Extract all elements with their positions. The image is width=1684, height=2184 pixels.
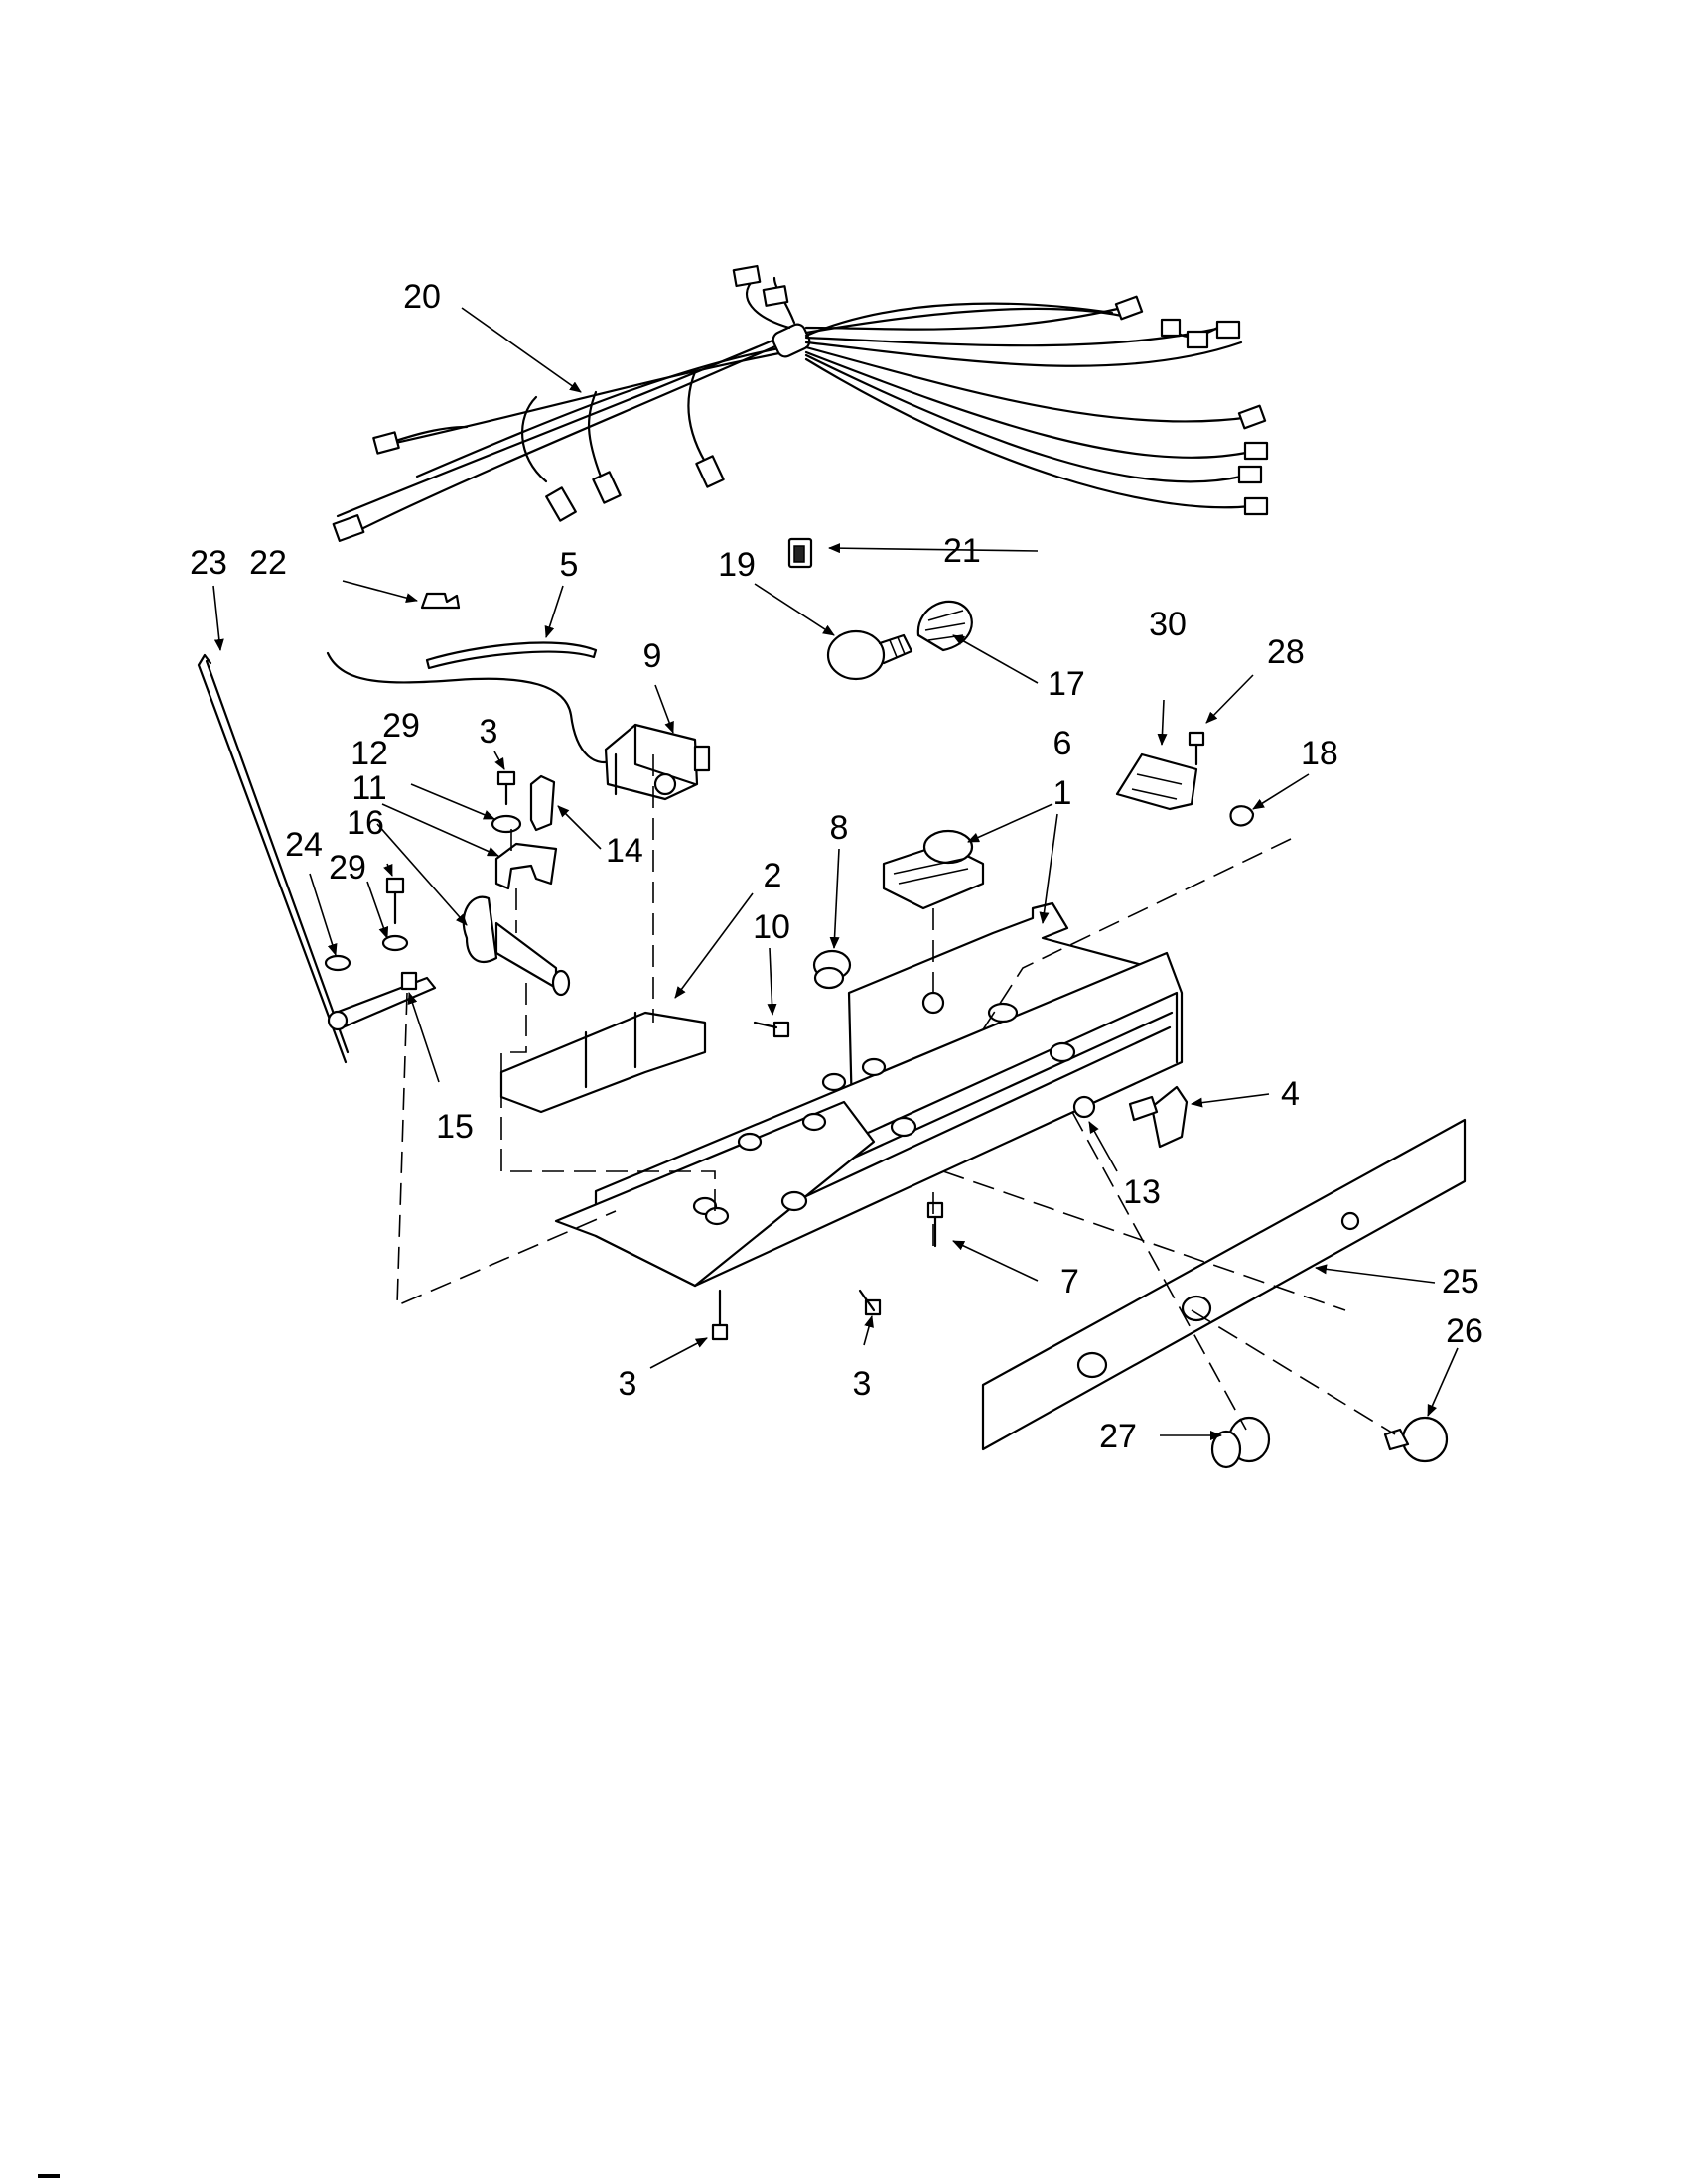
label-part-14: 14: [606, 832, 643, 870]
part-23-rod: [197, 653, 350, 1064]
part-15-lever: [327, 971, 437, 1031]
label-part-13: 13: [1123, 1173, 1161, 1211]
label-part-9: 9: [643, 637, 662, 675]
label-part-10: 10: [753, 908, 790, 946]
part-9-control: [326, 651, 711, 801]
label-part-19: 19: [718, 546, 756, 584]
corner-mark: [38, 2174, 60, 2178]
part-18-shape: [1229, 805, 1255, 827]
label-part-3-top: 3: [480, 713, 498, 751]
part-29-washer-top: [491, 814, 522, 834]
part-30-shape: [1115, 752, 1198, 811]
label-part-17: 17: [1048, 665, 1085, 703]
label-part-22: 22: [249, 544, 287, 582]
label-part-24: 24: [285, 826, 323, 864]
part-28-screw: [1188, 731, 1205, 766]
label-part-26: 26: [1446, 1312, 1483, 1350]
label-part-18: 18: [1301, 735, 1338, 772]
part-11-shaft: [462, 895, 571, 997]
part-29-washer-left: [381, 934, 409, 952]
assembly-lines: [396, 754, 1396, 1435]
label-part-1: 1: [1053, 774, 1072, 812]
part-4-switch: [1128, 1085, 1189, 1149]
label-part-3-bottom-right: 3: [853, 1365, 872, 1403]
part-10-screw: [753, 1021, 790, 1038]
part-3-screw-top: [496, 770, 516, 806]
part-27-knob: [1210, 1416, 1271, 1469]
control-housing: [499, 901, 1184, 1288]
label-part-6: 6: [1053, 725, 1072, 762]
part-8-holder: [812, 949, 852, 990]
part-19-light-bulb: [826, 629, 913, 681]
part-25-panel: [981, 1118, 1467, 1451]
label-part-20: 20: [403, 278, 441, 316]
label-part-12: 12: [351, 735, 388, 772]
part-3-screw-bottom-left: [711, 1289, 729, 1341]
label-part-8: 8: [830, 809, 849, 847]
part-6-timer: [882, 829, 985, 910]
part-16-screw: [385, 877, 405, 925]
part-22-clip: [420, 592, 461, 610]
label-part-15: 15: [436, 1108, 474, 1146]
part-3-screw-bottom-right: [858, 1289, 882, 1316]
label-part-27: 27: [1099, 1418, 1137, 1455]
label-part-30: 30: [1149, 606, 1187, 643]
label-part-29-top: 29: [382, 707, 420, 745]
label-part-16: 16: [347, 804, 384, 842]
label-part-29-left: 29: [329, 849, 366, 887]
part-14-shape: [529, 774, 556, 832]
leader-lines: [212, 307, 1459, 1440]
label-part-5: 5: [560, 546, 579, 584]
label-part-28: 28: [1267, 633, 1305, 671]
label-part-21: 21: [943, 532, 981, 570]
part-26-knob: [1383, 1416, 1449, 1463]
part-13-shape: [1072, 1095, 1096, 1119]
label-part-11: 11: [351, 769, 386, 807]
label-part-25: 25: [1442, 1263, 1479, 1300]
part-12-bracket: [494, 842, 558, 890]
label-part-4: 4: [1281, 1075, 1300, 1113]
label-part-3-bottom-left: 3: [619, 1365, 637, 1403]
label-part-7: 7: [1060, 1263, 1079, 1300]
wire-harness: [332, 264, 1269, 543]
part-labels: 20 21 22 23 5 19 17 9 30 28 18 29 3 12 1…: [190, 278, 1483, 1455]
part-24-washer: [324, 954, 351, 972]
label-part-2: 2: [764, 857, 782, 894]
part-17-socket: [916, 600, 973, 652]
part-7-screw: [926, 1201, 944, 1248]
label-part-23: 23: [190, 544, 227, 582]
part-5-tube: [425, 641, 598, 670]
